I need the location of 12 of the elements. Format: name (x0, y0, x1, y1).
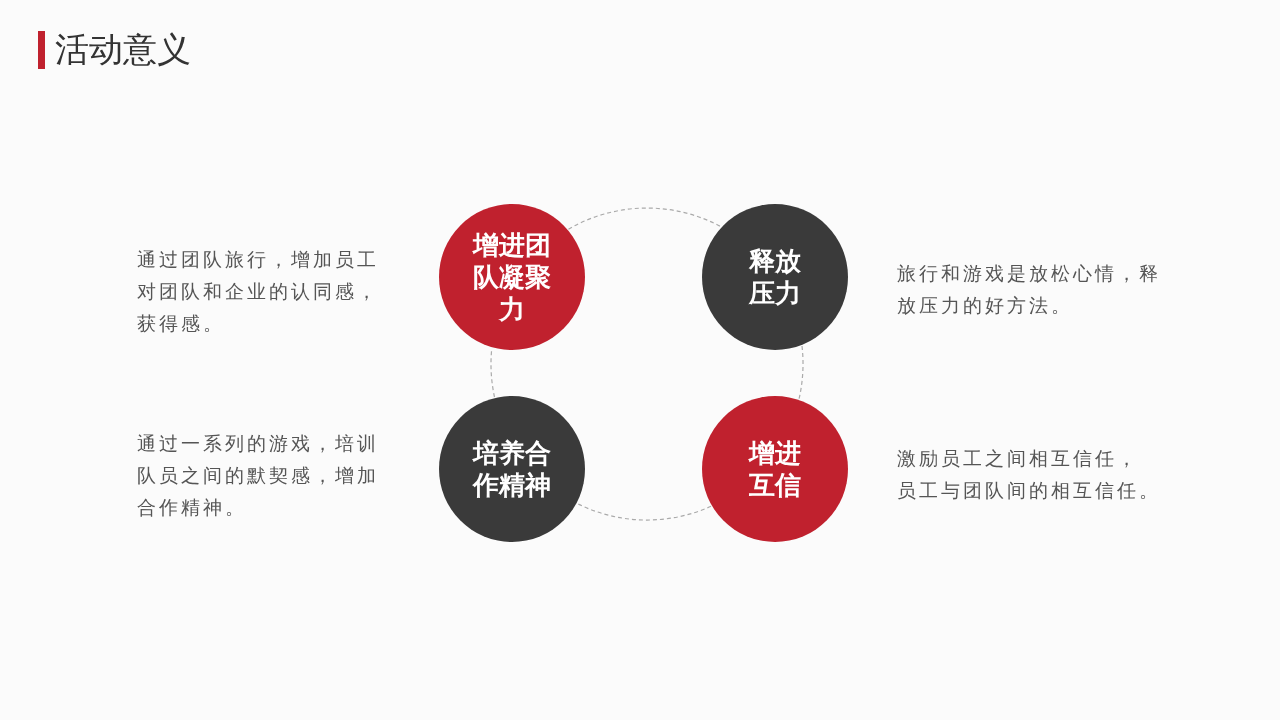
circle-label: 增进互信 (749, 437, 801, 501)
dashed-arc (576, 503, 712, 521)
circle-label: 培养合作精神 (473, 437, 551, 501)
circle-label: 增进团队凝聚力 (473, 229, 551, 325)
dashed-arc (798, 345, 804, 400)
dashed-arc (567, 207, 722, 230)
description-text: 通过一系列的游戏，培训队员之间的默契感，增加合作精神。 (137, 431, 380, 520)
description-text: 通过团队旅行，增加员工对团队和企业的认同感，获得感。 (137, 247, 380, 336)
slide-title: 活动意义 (55, 28, 191, 71)
description-text: 旅行和游戏是放松心情，释放压力的好方法。 (897, 261, 1162, 318)
description-text: 激励员工之间相互信任，员工与团队间的相互信任。 (897, 446, 1162, 503)
circle-label: 释放压力 (749, 245, 801, 309)
